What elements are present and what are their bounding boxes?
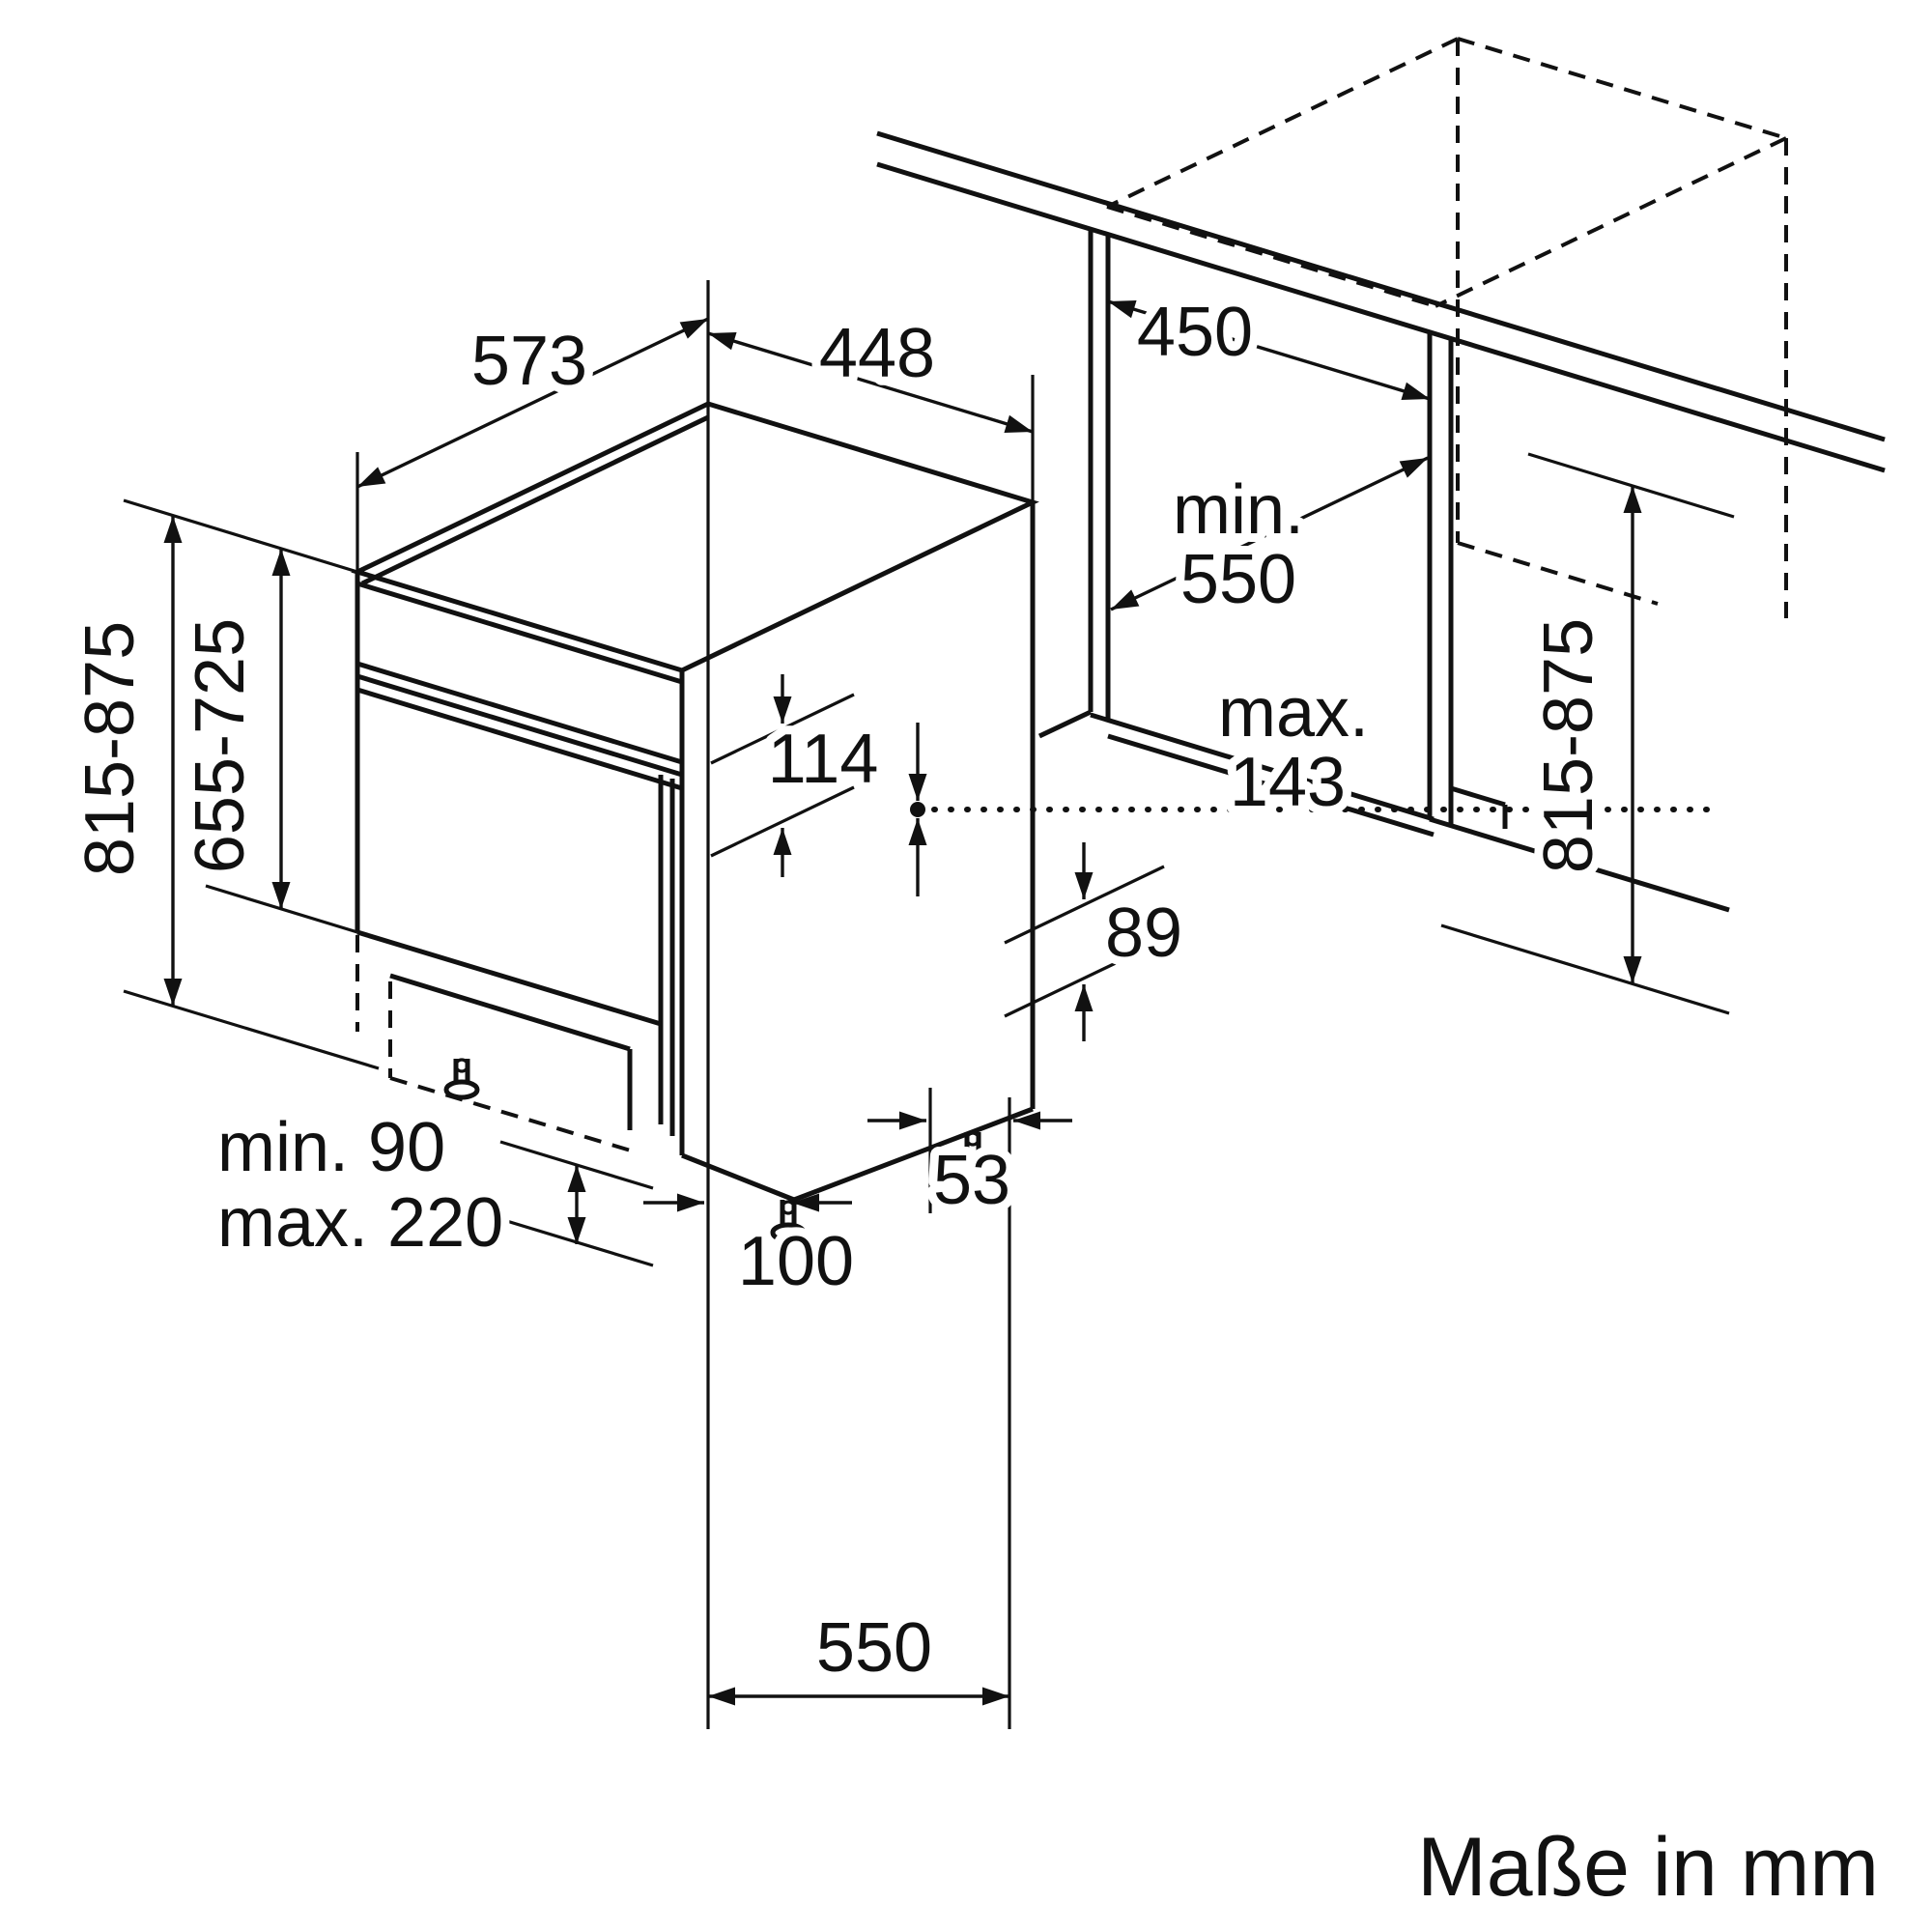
dim-label-niche-width: 450 [1137,294,1253,371]
dimension-niche-height: 815-875 [1521,452,1735,983]
dimension-top-depth: 573 [356,314,709,489]
dimension-base-recess-depth: 53 [867,1111,1072,1228]
dimension-niche-depth: min. 550 [1110,456,1429,627]
foot-rear [954,1131,991,1174]
dishwasher-body [351,401,1039,1203]
dimension-top-width: 448 [707,306,1034,434]
dimension-base-depth: 550 [708,1601,1009,1706]
dimension-plinth-range: min. 90 max. 220 [209,1100,654,1270]
dimension-niche-width: 450 [1107,285,1431,401]
dim-label-plinth-max: max. 220 [217,1184,503,1262]
dimension-base-recess-height: 89 [1004,842,1191,1041]
dimension-door-clearance: max. 143 [908,666,1715,896]
cabinet-niche [876,37,1886,1015]
adjustable-feet [443,1058,991,1243]
dim-label-base-recess-depth: 53 [933,1142,1010,1219]
dimension-foot-inset: 100 [643,1193,863,1309]
dimension-control-panel-height: 114 [710,674,887,877]
dim-label-plinth-min: min. 90 [217,1109,445,1186]
foot-left [443,1058,480,1100]
dim-label-niche-depth-min: min. [1173,471,1304,549]
dimension-overall-height: 815-875 655-725 [63,498,380,1070]
dim-label-niche-depth-value: 550 [1180,541,1296,618]
dim-label-door-clearance-max: max. [1218,674,1369,752]
dim-label-top-width: 448 [819,315,935,392]
dim-label-base-depth: 550 [816,1609,932,1687]
extension-lines [355,280,1035,1729]
dim-label-overall-height: 815-875 [71,621,149,876]
dim-label-top-depth: 573 [471,323,587,400]
dim-label-niche-height: 815-875 [1530,618,1607,873]
caption-units: Maße in mm [1417,1821,1879,1914]
dim-label-foot-inset: 100 [738,1223,854,1300]
dim-label-front-panel-height: 655-725 [182,618,259,873]
dim-label-door-clearance-value: 143 [1230,744,1346,821]
dim-label-base-recess-height: 89 [1105,895,1182,972]
dim-label-control-panel-height: 114 [768,721,879,798]
